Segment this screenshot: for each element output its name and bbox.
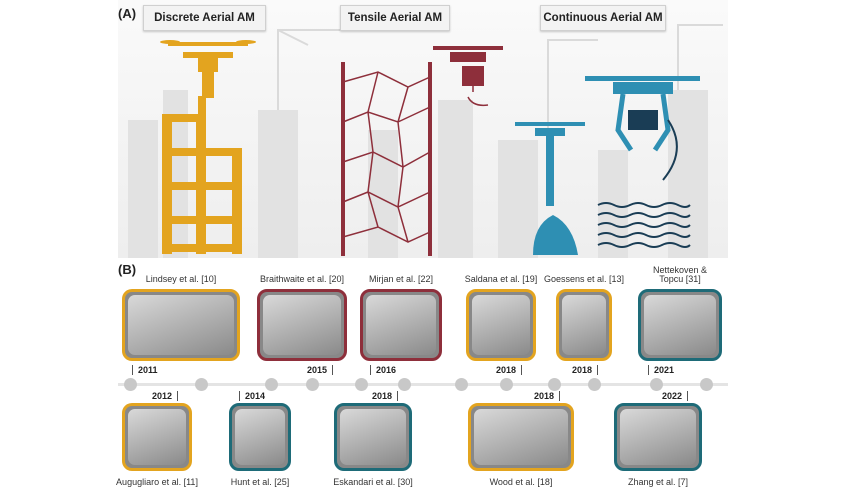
year-label: 2012 [152, 391, 179, 401]
continuous-am-illustration [515, 76, 700, 255]
timeline-dot [195, 378, 208, 391]
panel-a: (A) [118, 0, 728, 258]
photo-card [638, 289, 722, 361]
photo-card [229, 403, 291, 471]
reference-caption: Augugliaro et al. [11] [116, 477, 198, 487]
photo [235, 409, 285, 465]
photo-card [468, 403, 574, 471]
reference-caption: Zhang et al. [7] [627, 477, 689, 487]
tensile-am-illustration [341, 46, 503, 256]
year-label: 2022 [662, 391, 689, 401]
category-continuous-aerial-am: Continuous Aerial AM [540, 5, 666, 31]
reference-caption: Hunt et al. [25] [230, 477, 290, 487]
year-label: 2018 [534, 391, 561, 401]
year-label: 2021 [648, 365, 674, 375]
timeline-dot [265, 378, 278, 391]
panel-a-label: (A) [118, 6, 137, 21]
photo-card [614, 403, 702, 471]
photo [620, 409, 696, 465]
timeline-dot [455, 378, 468, 391]
photo-card [334, 403, 412, 471]
timeline-dot [700, 378, 713, 391]
panel-b-label: (B) [118, 262, 137, 277]
year-label: 2011 [132, 365, 158, 375]
photo [366, 295, 436, 355]
photo-card [360, 289, 442, 361]
timeline-dot [355, 378, 368, 391]
photo-card [122, 289, 240, 361]
photo [472, 295, 530, 355]
timeline-dot [548, 378, 561, 391]
category-tensile-aerial-am: Tensile Aerial AM [340, 5, 450, 31]
photo-card [466, 289, 536, 361]
discrete-am-illustration [160, 40, 256, 254]
year-label: 2016 [370, 365, 396, 375]
timeline-dot [650, 378, 663, 391]
year-label: 2014 [239, 391, 265, 401]
year-label: 2018 [496, 365, 523, 375]
photo-card [122, 403, 192, 471]
reference-caption: Wood et al. [18] [489, 477, 553, 487]
photo-card [257, 289, 347, 361]
reference-caption: Nettekoven & Topcu [31] [652, 265, 708, 284]
reference-caption: Mirjan et al. [22] [368, 274, 434, 284]
photo [128, 295, 234, 355]
photo [562, 295, 606, 355]
category-discrete-aerial-am: Discrete Aerial AM [143, 5, 266, 31]
timeline-dot [500, 378, 513, 391]
timeline-dot [588, 378, 601, 391]
reference-caption: Eskandari et al. [30] [333, 477, 413, 487]
year-label: 2018 [572, 365, 599, 375]
timeline-dot [124, 378, 137, 391]
reference-caption: Braithwaite et al. [20] [259, 274, 345, 284]
photo [644, 295, 716, 355]
timeline-dot [398, 378, 411, 391]
reference-caption: Saldana et al. [19] [464, 274, 538, 284]
year-label: 2015 [307, 365, 334, 375]
year-label: 2018 [372, 391, 399, 401]
photo [340, 409, 406, 465]
timeline-dot [306, 378, 319, 391]
photo [128, 409, 186, 465]
photo-card [556, 289, 612, 361]
timeline-line [118, 383, 728, 386]
photo [263, 295, 341, 355]
reference-caption: Goessens et al. [13] [543, 274, 625, 284]
photo [474, 409, 568, 465]
reference-caption: Lindsey et al. [10] [145, 274, 217, 284]
